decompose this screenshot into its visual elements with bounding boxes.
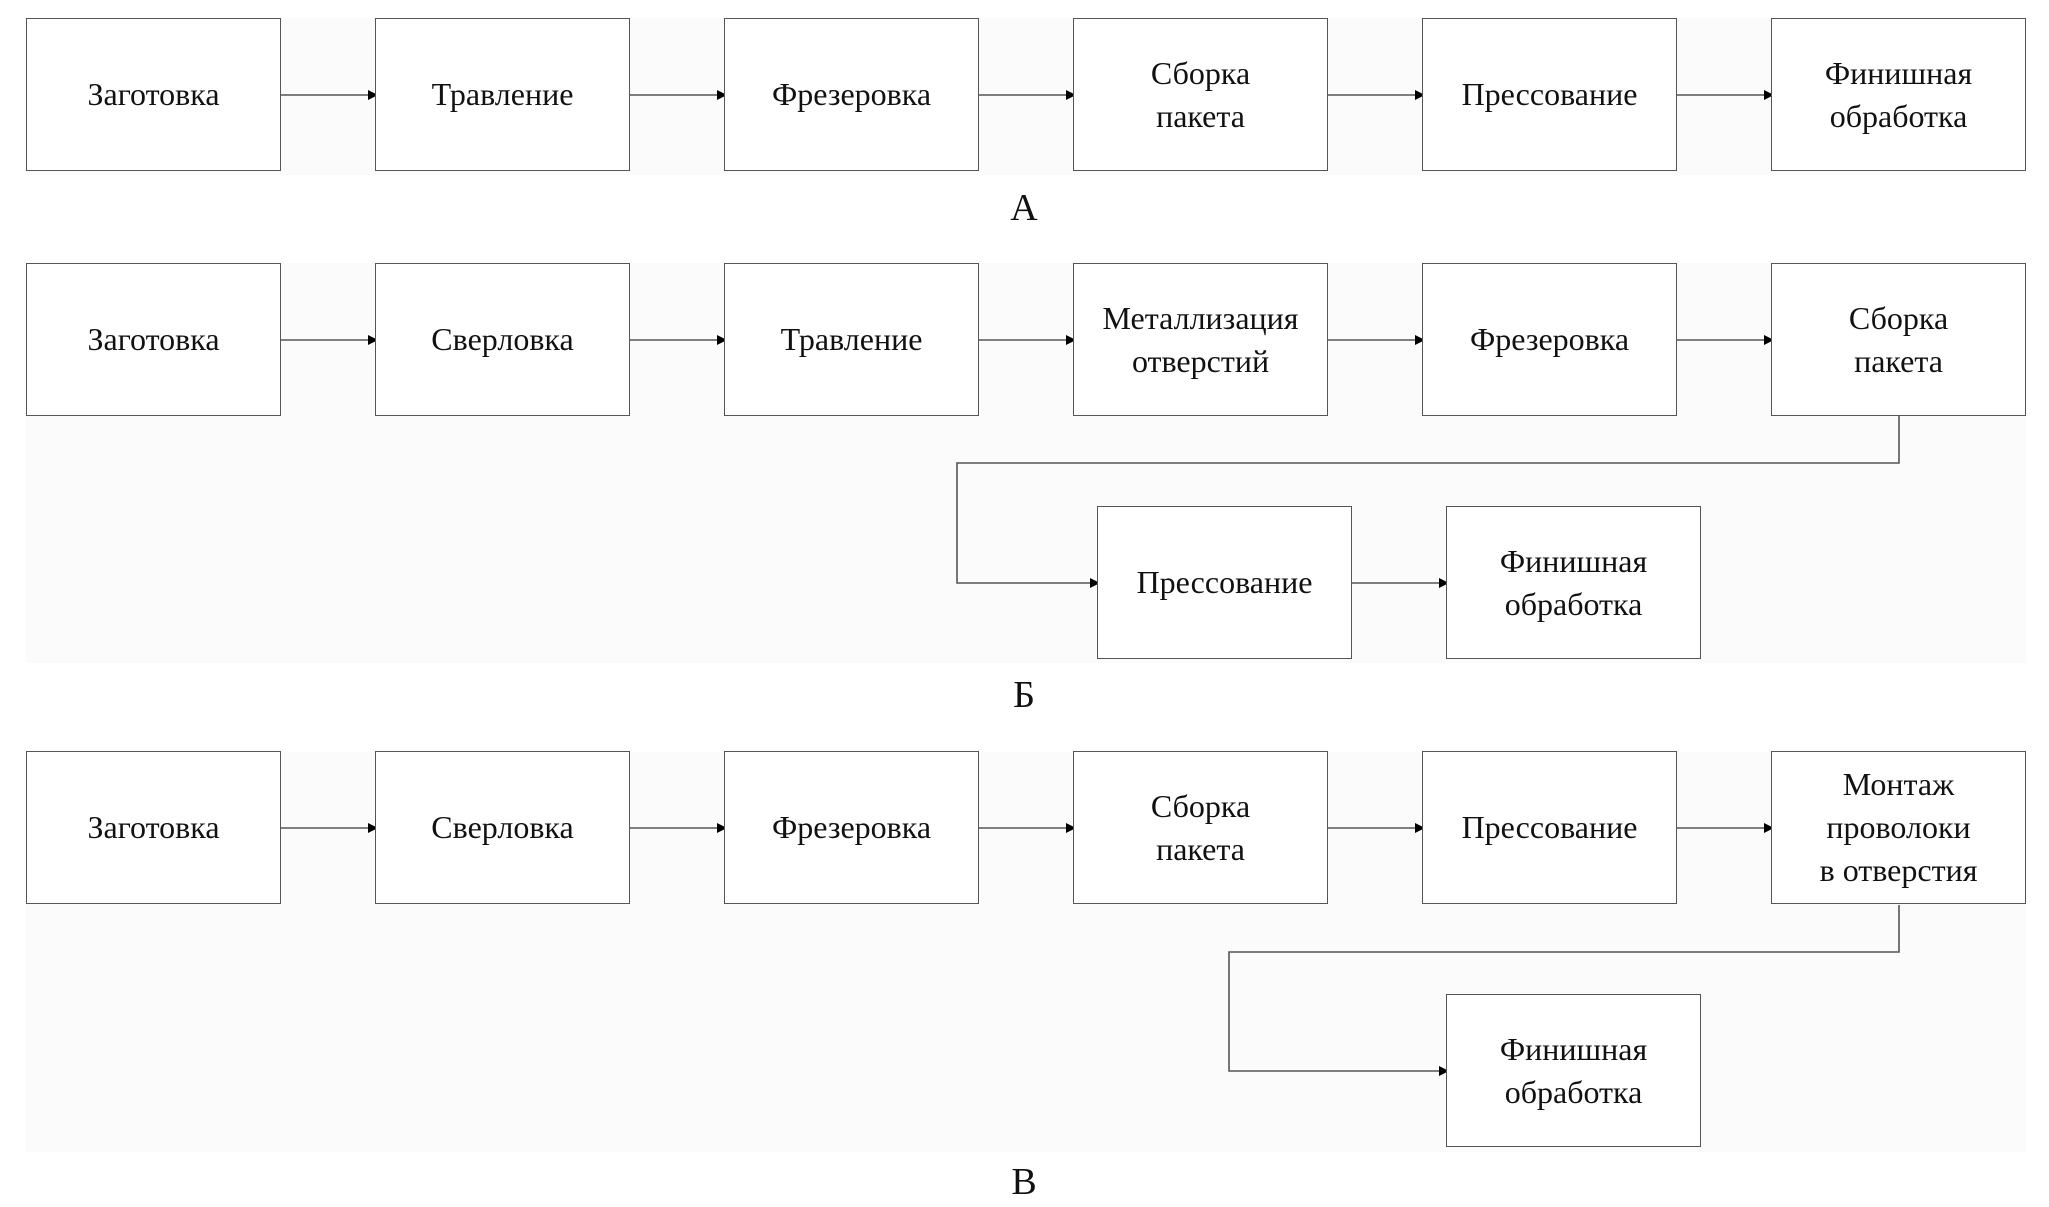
flow-a-background (26, 18, 2026, 175)
flow-a-step-blank: Заготовка (26, 18, 281, 171)
flow-c-step-blank: Заготовка (26, 751, 281, 904)
flow-a-step-pressing: Прессование (1422, 18, 1677, 171)
flow-b-step-etching: Травление (724, 263, 979, 416)
arrow-c-6 (1228, 905, 1900, 1076)
flow-b-step-finishing: Финишная обработка (1446, 506, 1701, 659)
flow-a-step-finishing: Финишная обработка (1771, 18, 2026, 171)
flow-c-step-wire-mounting: Монтаж проволоки в отверстия (1771, 751, 2026, 904)
flow-b-step-drilling: Сверловка (375, 263, 630, 416)
flow-b-step-pressing: Прессование (1097, 506, 1352, 659)
flow-c-step-pressing: Прессование (1422, 751, 1677, 904)
flow-c-step-stack-assembly: Сборка пакета (1073, 751, 1328, 904)
flow-c-step-finishing: Финишная обработка (1446, 994, 1701, 1147)
flow-b-step-stack-assembly: Сборка пакета (1771, 263, 2026, 416)
flow-b-step-milling: Фрезеровка (1422, 263, 1677, 416)
flow-c-step-milling: Фрезеровка (724, 751, 979, 904)
flow-c-caption: В (1011, 1161, 1037, 1203)
flow-a-caption: А (1010, 187, 1038, 229)
flow-a-step-stack-assembly: Сборка пакета (1073, 18, 1328, 171)
arrow-b-6 (956, 416, 1900, 588)
flow-b-caption: Б (1013, 674, 1035, 716)
flow-a-step-milling: Фрезеровка (724, 18, 979, 171)
flow-b-step-hole-metallization: Металлизация отверстий (1073, 263, 1328, 416)
flow-b-step-blank: Заготовка (26, 263, 281, 416)
flow-c-step-drilling: Сверловка (375, 751, 630, 904)
flow-a-step-etching: Травление (375, 18, 630, 171)
